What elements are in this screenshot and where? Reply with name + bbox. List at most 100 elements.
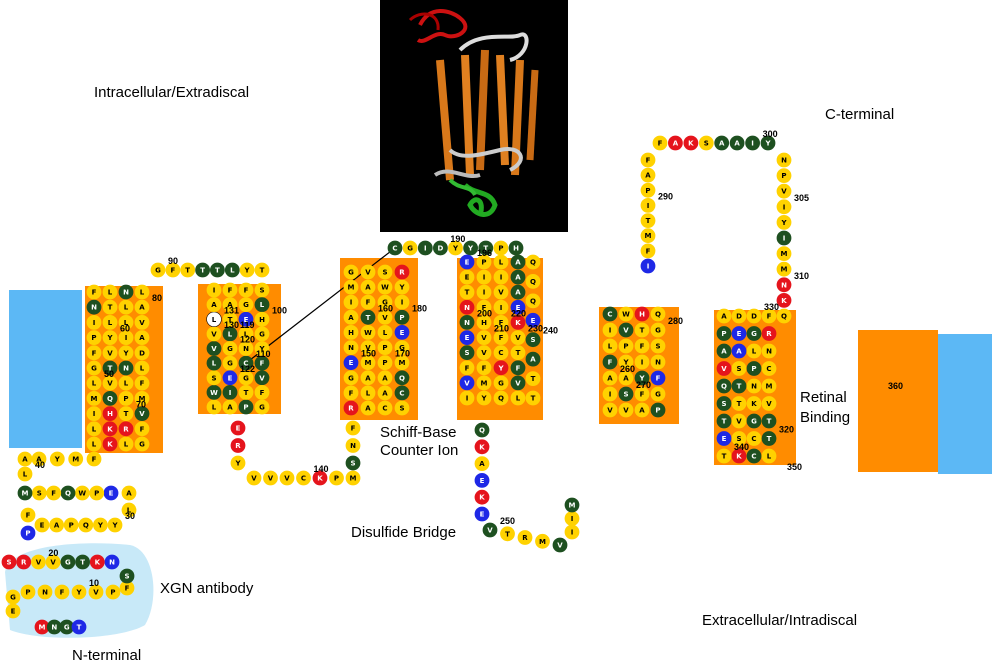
residue-letter: T: [640, 327, 645, 335]
residue-163: M: [360, 355, 376, 371]
residue-letter: E: [722, 435, 727, 443]
residue-283: F: [650, 370, 666, 386]
residue-letter: E: [465, 274, 470, 282]
residue-125: L: [206, 399, 222, 415]
ribbon-render: [408, 9, 539, 217]
residue-letter: F: [92, 289, 97, 297]
residue-letter: K: [515, 319, 521, 327]
residue-letter: E: [737, 330, 742, 338]
residue-102: Y: [254, 341, 270, 356]
residue-letter: L: [366, 389, 371, 397]
residue-number-40: 40: [35, 460, 45, 470]
residue-letter: V: [736, 418, 742, 426]
residue-letter: K: [107, 425, 113, 433]
residue-7: P: [20, 584, 36, 600]
residue-336: T: [731, 396, 747, 411]
residue-274: Y: [634, 370, 650, 386]
residue-213: I: [476, 284, 492, 300]
residue-letter: R: [21, 559, 27, 567]
residue-letter: A: [479, 460, 485, 468]
residue-47: L: [86, 421, 102, 437]
residue-191: Y: [448, 240, 463, 256]
residue-226: L: [510, 390, 526, 406]
residue-55: N: [86, 299, 102, 315]
residue-313: F: [761, 308, 777, 324]
residue-175: W: [377, 279, 393, 295]
residue-letter: A: [645, 172, 651, 180]
residue-45: F: [86, 451, 102, 467]
residue-letter: V: [259, 374, 265, 382]
residue-173: V: [377, 309, 393, 325]
residue-124: A: [222, 399, 238, 415]
residue-15: N: [104, 554, 120, 570]
residue-letter: A: [54, 522, 60, 530]
residue-letter: F: [656, 375, 661, 383]
residue-letter: N: [766, 348, 772, 356]
residue-letter: T: [185, 267, 190, 275]
residue-letter: F: [140, 380, 145, 388]
residue-letter: E: [11, 608, 16, 616]
residue-345: V: [716, 361, 732, 376]
residue-330: D: [746, 308, 762, 324]
residue-325: K: [746, 396, 762, 411]
residue-149: G: [343, 370, 359, 386]
residue-letter: A: [382, 389, 388, 397]
residue-letter: L: [108, 289, 113, 297]
residue-319: T: [761, 413, 777, 429]
residue-letter: Y: [75, 589, 82, 597]
residue-335: T: [731, 378, 747, 394]
residue-letter: N: [109, 559, 115, 567]
residue-letter: G: [382, 299, 388, 307]
residue-number-layer: 1020304050607080901001101191201221301311…: [35, 129, 903, 588]
residue-letter: P: [69, 522, 74, 530]
residue-letter: F: [658, 140, 663, 148]
residue-298: A: [714, 135, 730, 151]
residue-301: Y: [760, 135, 776, 151]
residue-letter: V: [268, 475, 274, 483]
residue-letter: M: [569, 502, 576, 510]
residue-letter: V: [557, 542, 563, 550]
residue-211: H: [476, 315, 492, 330]
residue-letter: I: [609, 391, 612, 399]
residue-96: Y: [239, 262, 255, 278]
residue-110: C: [238, 355, 254, 371]
residue-letter: E: [480, 477, 485, 485]
residue-93: T: [195, 262, 211, 278]
residue-107: P: [238, 399, 254, 415]
residue-letter: E: [40, 522, 45, 530]
residue-100: H: [254, 311, 270, 327]
residue-number-60: 60: [120, 324, 130, 334]
residue-letter: F: [171, 267, 176, 275]
residue-letter: L: [127, 507, 132, 515]
residue-letter: N: [464, 304, 470, 312]
residue-156: G: [343, 264, 359, 280]
residue-letter: T: [124, 410, 129, 418]
residue-303: P: [776, 168, 792, 184]
residue-letter: C: [301, 475, 306, 483]
residue-239: E: [525, 312, 541, 328]
residue-60: Y: [102, 330, 118, 345]
residue-57: L: [102, 284, 118, 300]
residue-307: I: [776, 230, 792, 246]
residue-311: K: [776, 293, 792, 308]
residue-letter: T: [465, 289, 470, 297]
residue-97: T: [254, 262, 270, 278]
residue-letter: N: [781, 281, 787, 289]
residue-letter: F: [140, 425, 145, 433]
residue-letter: A: [36, 456, 42, 464]
residue-letter: L: [608, 343, 613, 351]
residue-227: V: [510, 375, 526, 391]
residue-letter: R: [399, 269, 405, 277]
residue-112: L: [238, 326, 254, 342]
residue-241: A: [525, 351, 541, 367]
residue-letter: V: [365, 269, 371, 277]
residue-letter: S: [350, 460, 355, 468]
residue-177: R: [394, 264, 410, 280]
residue-letter: A: [139, 334, 145, 342]
residue-113: E: [238, 311, 254, 327]
residue-126: W: [206, 385, 222, 400]
residue-295: A: [668, 135, 683, 151]
residue-letter: A: [365, 284, 371, 292]
residue-119: L: [222, 326, 238, 342]
residue-letter: I: [483, 274, 486, 282]
